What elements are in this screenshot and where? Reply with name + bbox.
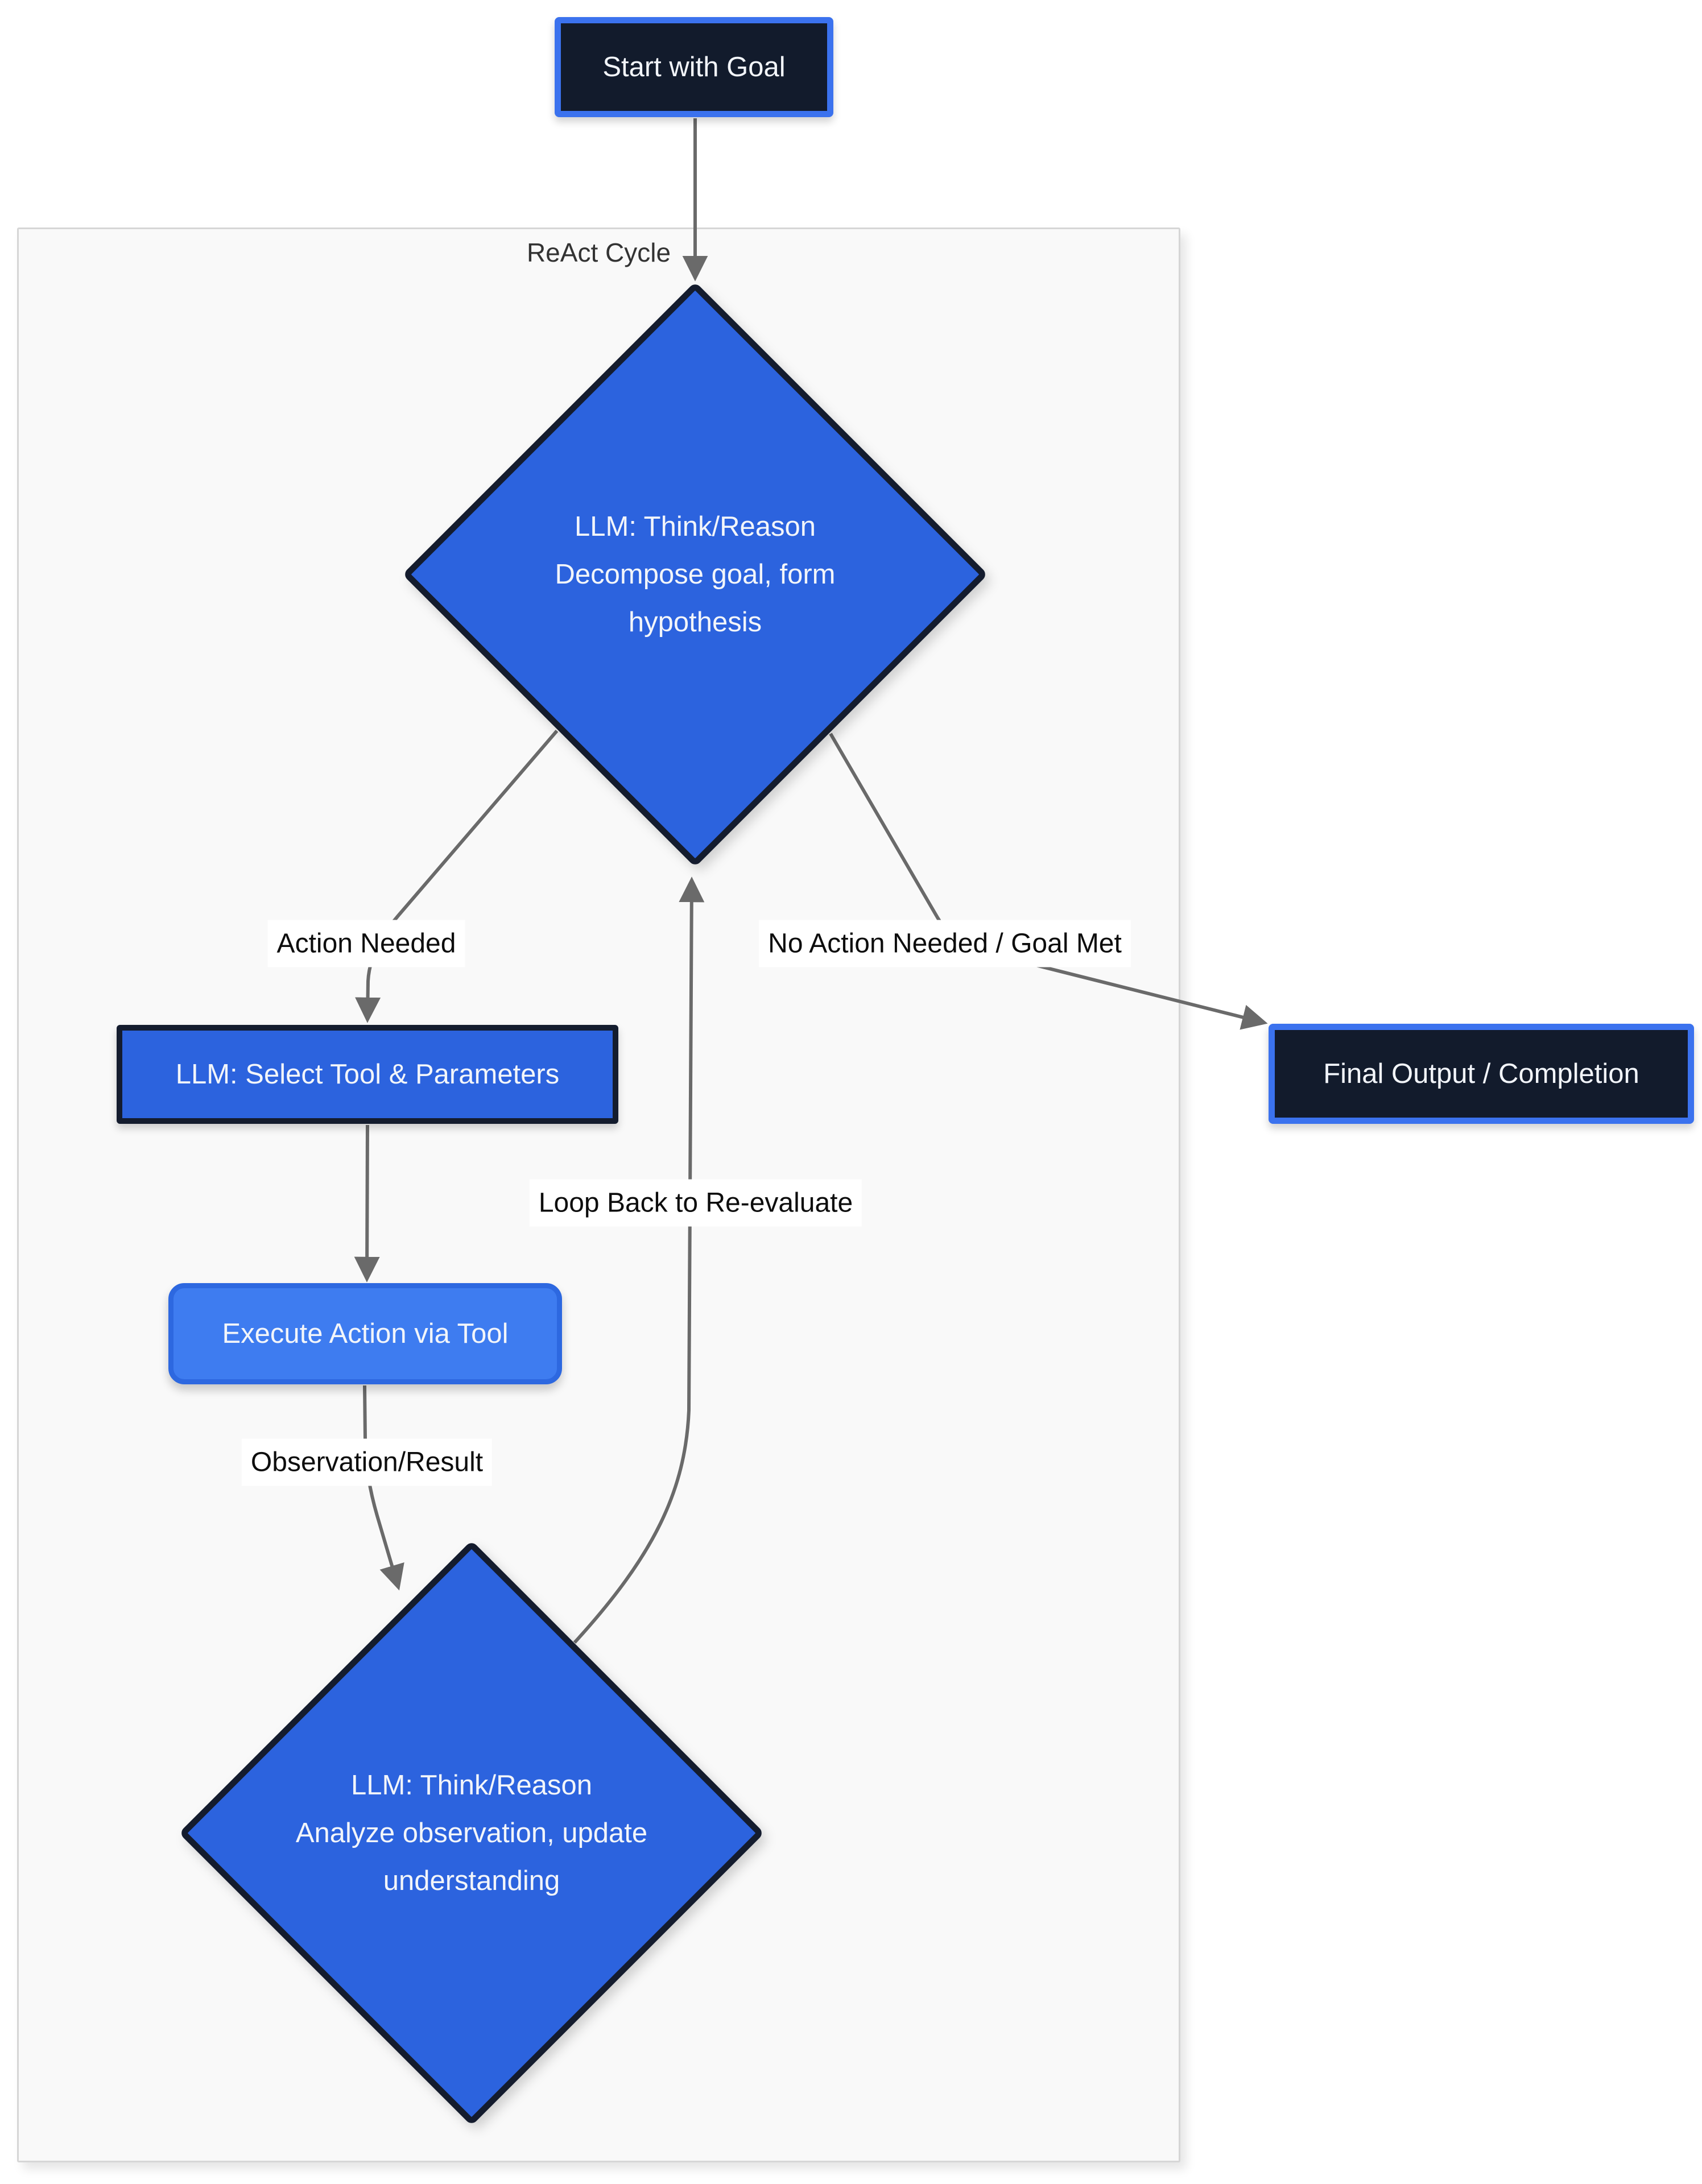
analyze-line-1: LLM: Think/Reason bbox=[351, 1770, 592, 1801]
edge-label-loop-back: Loop Back to Re-evaluate bbox=[529, 1179, 862, 1227]
edge-label-observation-result: Observation/Result bbox=[241, 1438, 493, 1486]
think-reason-diamond-label: LLM: Think/Reason Decompose goal, form h… bbox=[462, 503, 928, 646]
subgraph-title: ReAct Cycle bbox=[526, 238, 671, 267]
final-output-node-label: Final Output / Completion bbox=[1323, 1058, 1639, 1089]
think-reason-line-1: LLM: Think/Reason bbox=[575, 511, 816, 542]
execute-action-node-label: Execute Action via Tool bbox=[222, 1318, 509, 1349]
select-tool-node: LLM: Select Tool & Parameters bbox=[117, 1025, 618, 1124]
start-node-label: Start with Goal bbox=[602, 52, 786, 82]
final-output-node: Final Output / Completion bbox=[1269, 1024, 1694, 1124]
think-reason-line-3: hypothesis bbox=[628, 607, 762, 638]
select-tool-node-label: LLM: Select Tool & Parameters bbox=[175, 1059, 560, 1090]
edge-analyze-loop-to-think bbox=[573, 876, 705, 1644]
execute-action-node: Execute Action via Tool bbox=[168, 1283, 562, 1384]
think-reason-line-2: Decompose goal, form bbox=[555, 559, 836, 590]
analyze-line-3: understanding bbox=[383, 1866, 560, 1896]
edge-execute-to-analyze bbox=[363, 1385, 404, 1591]
analyze-line-2: Analyze observation, update bbox=[295, 1818, 648, 1848]
start-node: Start with Goal bbox=[555, 17, 833, 117]
edge-label-action-needed: Action Needed bbox=[267, 920, 465, 967]
edge-label-no-action-goal-met: No Action Needed / Goal Met bbox=[759, 920, 1131, 967]
analyze-diamond-label: LLM: Think/Reason Analyze observation, u… bbox=[238, 1761, 705, 1905]
